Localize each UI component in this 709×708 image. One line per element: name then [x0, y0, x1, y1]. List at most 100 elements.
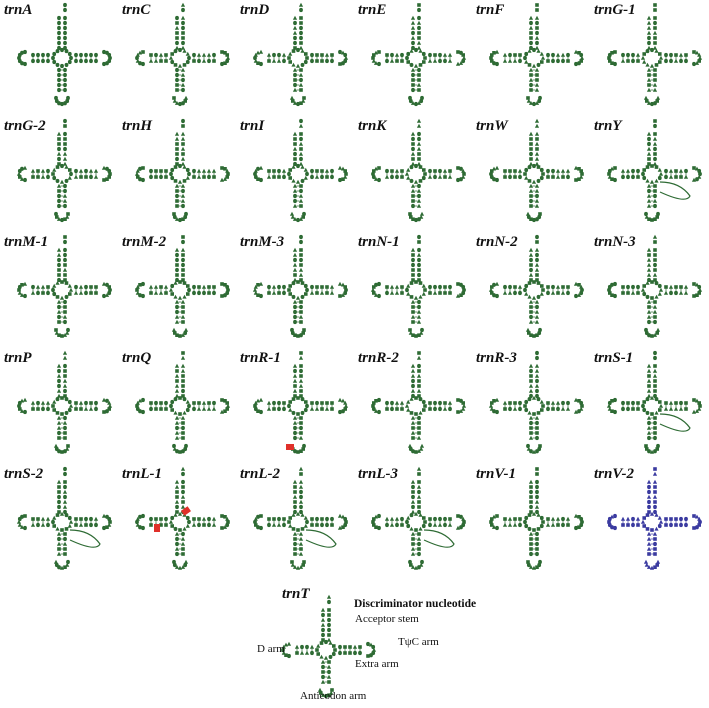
tpsic-arm-nucleotide [664, 517, 668, 521]
anticodon-loop-nucleotide [414, 217, 418, 223]
anticodon-arm-nucleotide [180, 183, 186, 188]
anticodon-arm-nucleotide [647, 552, 651, 556]
loop-nucleotide [658, 287, 664, 292]
d-loop-nucleotide [494, 281, 500, 286]
anticodon-loop-nucleotide [289, 95, 295, 100]
anticodon-loop-nucleotide [532, 334, 536, 338]
anticodon-arm-nucleotide [647, 420, 651, 426]
d-loop-nucleotide [253, 400, 258, 405]
tpsic-arm-nucleotide [442, 406, 448, 411]
anticodon-arm-nucleotide [63, 536, 67, 542]
d-arm-nucleotide [277, 284, 281, 290]
loop-nucleotide [406, 175, 411, 180]
acceptor-nucleotide [646, 25, 652, 30]
tpsic-arm-nucleotide [79, 517, 83, 521]
anticodon-arm-nucleotide [653, 541, 657, 547]
loop-nucleotide [541, 172, 545, 176]
anticodon-loop-nucleotide [175, 333, 179, 337]
loop-nucleotide [657, 515, 662, 520]
tpsic-loop-nucleotide [692, 61, 696, 67]
cloverleaf-diagram [252, 234, 348, 338]
loop-nucleotide [60, 63, 64, 69]
anticodon-arm-nucleotide [299, 421, 303, 425]
d-arm-nucleotide [625, 168, 631, 173]
acceptor-nucleotide [534, 267, 540, 272]
trna-name: trnL-1 [122, 466, 163, 482]
d-arm-nucleotide [282, 522, 286, 528]
tpsic-arm-nucleotide [93, 174, 99, 179]
tpsic-loop-nucleotide [344, 172, 348, 176]
tpsic-loop-nucleotide [108, 520, 112, 524]
tpsic-loop-nucleotide [219, 177, 225, 182]
loop-nucleotide [170, 408, 175, 412]
tpsic-loop-nucleotide [574, 61, 578, 67]
tpsic-loop-nucleotide [343, 403, 349, 408]
anticodon-arm-nucleotide [653, 319, 657, 325]
tpsic-arm-nucleotide [324, 168, 330, 173]
d-arm-nucleotide [153, 284, 159, 289]
tpsic-arm-nucleotide [448, 517, 452, 521]
anticodon-arm-nucleotide [56, 309, 62, 314]
tpsic-loop-nucleotide [576, 292, 582, 297]
anticodon-loop-nucleotide [178, 101, 182, 107]
acceptor-nucleotide [293, 384, 297, 388]
discriminator-nucleotide [299, 472, 303, 476]
anticodon-loop-nucleotide [183, 562, 188, 568]
acceptor-nucleotide [411, 262, 415, 268]
anticodon-loop-nucleotide [301, 447, 305, 451]
d-loop-nucleotide [491, 166, 497, 171]
d-arm-nucleotide [276, 522, 282, 527]
anticodon-loop-nucleotide [60, 217, 64, 223]
acceptor-nucleotide [56, 363, 62, 368]
acceptor-nucleotide [410, 247, 416, 252]
anticodon-arm-nucleotide [417, 532, 421, 536]
d-arm-nucleotide [508, 169, 512, 173]
tpsic-loop-nucleotide [697, 291, 701, 295]
d-arm-nucleotide [267, 522, 271, 528]
acceptor-nucleotide [535, 489, 539, 495]
acceptor-nucleotide [180, 161, 186, 166]
mismatch-marker [181, 506, 191, 516]
tpsic-arm-nucleotide [566, 174, 570, 180]
anticodon-arm-nucleotide [63, 547, 67, 551]
acceptor-nucleotide [57, 499, 61, 505]
d-loop-nucleotide [490, 169, 494, 173]
d-arm-nucleotide [46, 168, 50, 174]
acceptor-nucleotide [416, 146, 422, 151]
loop-nucleotide [305, 56, 309, 60]
anticodon-arm-nucleotide [647, 73, 651, 77]
d-loop-nucleotide [610, 399, 614, 403]
loop-nucleotide [67, 51, 72, 57]
d-arm-nucleotide [36, 58, 40, 64]
cloverleaf-diagram [489, 118, 584, 223]
tpsic-arm-nucleotide [207, 58, 211, 64]
anticodon-loop-nucleotide [172, 559, 176, 565]
tpsic-arm-nucleotide [320, 401, 324, 405]
loop-nucleotide [316, 643, 321, 648]
acceptor-nucleotide [534, 499, 540, 504]
d-arm-nucleotide [164, 53, 168, 57]
d-arm-nucleotide [30, 290, 36, 295]
anticodon-loop-nucleotide [60, 450, 64, 454]
loop-nucleotide [406, 283, 411, 288]
tpsic-arm-nucleotide [669, 58, 673, 64]
loop-nucleotide [413, 63, 419, 68]
acceptor-nucleotide [411, 30, 415, 36]
acceptor-nucleotide [416, 373, 422, 378]
acceptor-nucleotide [529, 20, 533, 26]
d-arm-nucleotide [282, 284, 286, 290]
loop-nucleotide [536, 165, 541, 169]
tpsic-arm-nucleotide [207, 291, 211, 295]
acceptor-nucleotide [56, 388, 62, 393]
acceptor-nucleotide [321, 612, 325, 618]
discriminator-nucleotide [535, 240, 539, 244]
anticodon-arm-nucleotide [410, 415, 416, 420]
loop-nucleotide [52, 283, 57, 288]
d-loop-nucleotide [613, 397, 617, 403]
trna-name: trnR-1 [240, 350, 281, 366]
anticodon-arm-nucleotide [292, 67, 298, 72]
anticodon-loop-nucleotide [178, 450, 182, 454]
trna-structure-trnc: trnC [118, 0, 236, 116]
acceptor-nucleotide [63, 509, 67, 515]
anticodon-arm-nucleotide [646, 87, 652, 92]
